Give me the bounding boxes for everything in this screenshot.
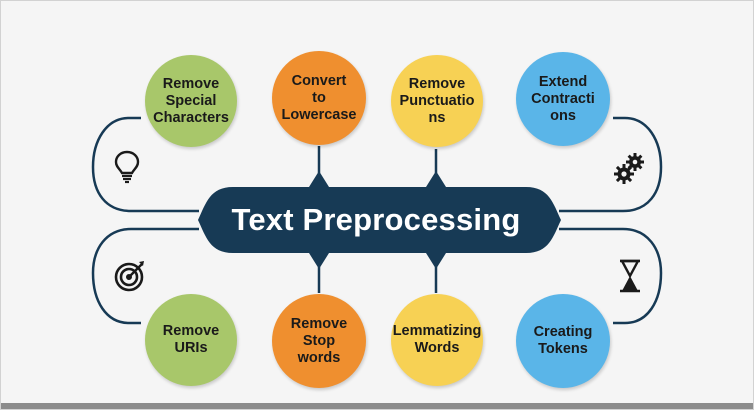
hourglass-icon <box>620 259 640 293</box>
top-item-4: Extend Contracti ons <box>516 52 610 146</box>
gears-icon <box>614 153 644 184</box>
bottom-item-3: Lemmatizing Words <box>391 294 483 386</box>
target-icon <box>114 261 144 292</box>
bottom-border <box>1 403 753 409</box>
lightbulb-icon <box>114 150 140 184</box>
bottom-item-1: Remove URIs <box>145 294 237 386</box>
center-title: Text Preprocessing <box>231 202 521 237</box>
top-item-3: Remove Punctuatio ns <box>391 55 483 147</box>
top-item-2: Convert to Lowercase <box>272 51 366 145</box>
top-item-1: Remove Special Characters <box>145 55 237 147</box>
bottom-item-2: Remove Stop words <box>272 294 366 388</box>
bottom-item-4: Creating Tokens <box>516 294 610 388</box>
center-banner <box>198 187 561 253</box>
